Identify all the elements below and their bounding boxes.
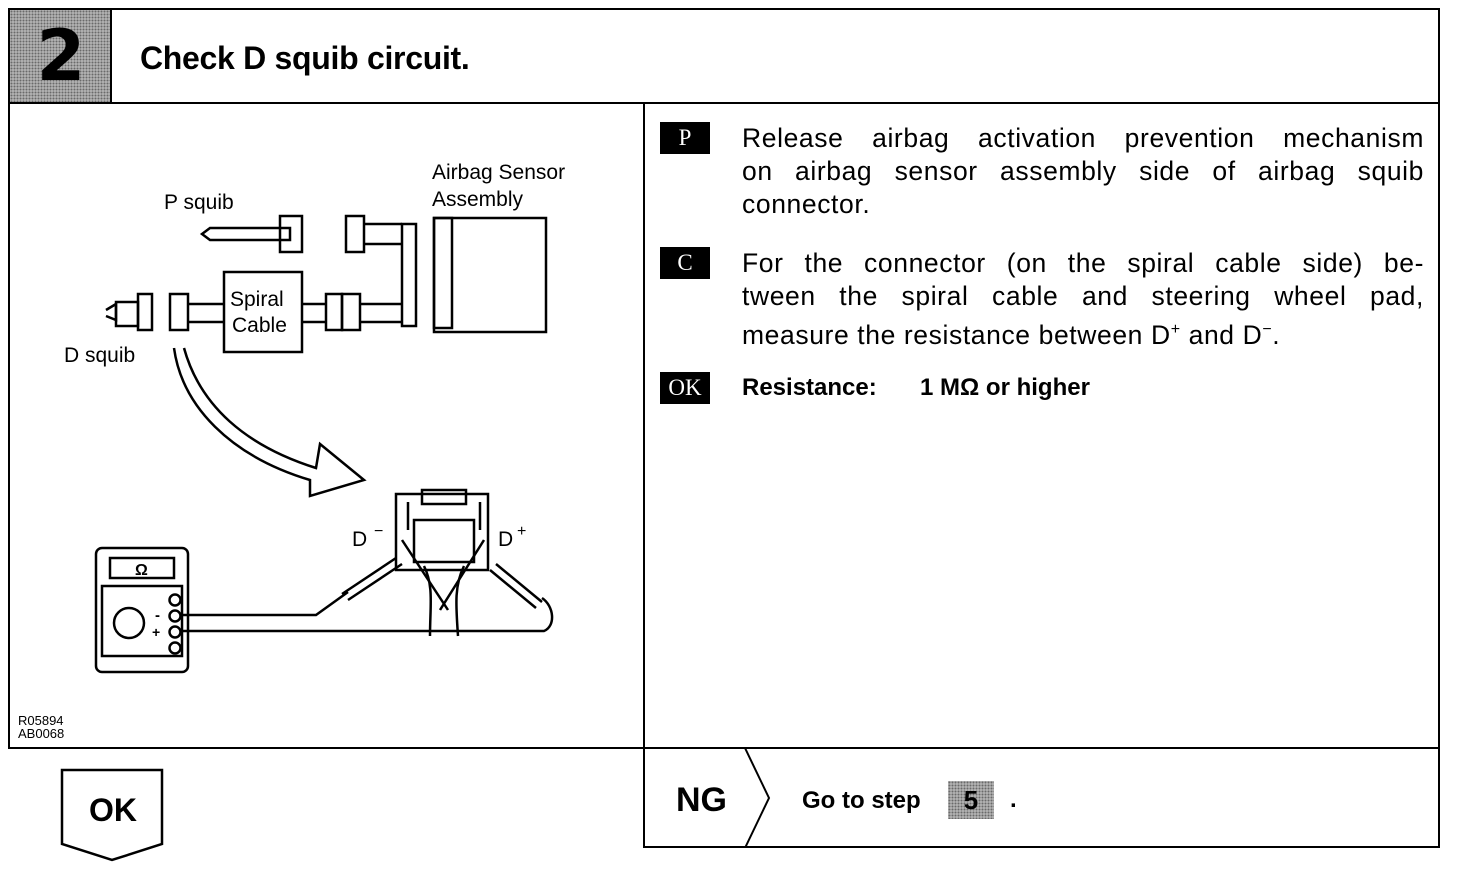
d-plus-sign: + bbox=[517, 523, 526, 540]
ohm-symbol: Ω bbox=[135, 562, 148, 579]
sensor-connector-upper bbox=[344, 214, 366, 254]
arrow-icon bbox=[172, 347, 367, 498]
d-squib-label: D squib bbox=[64, 344, 135, 367]
p-squib-plug bbox=[199, 226, 292, 242]
meter-minus: - bbox=[155, 607, 160, 624]
d-squib-connector bbox=[168, 292, 190, 332]
step-body bbox=[8, 104, 1440, 749]
ng-chevron bbox=[744, 748, 771, 848]
step-header bbox=[8, 8, 1440, 104]
squib-connector-drawing bbox=[394, 492, 490, 572]
airbag-sensor-label-1: Airbag Sensor bbox=[432, 161, 565, 184]
test-leads bbox=[181, 590, 554, 633]
wiring-diagram: D squib P squib Airbag Sensor Assembly S… bbox=[64, 161, 565, 674]
ng-box bbox=[643, 748, 1440, 848]
goto-period: . bbox=[1010, 786, 1017, 813]
meter-plus: + bbox=[152, 624, 160, 640]
ok-arrow-box bbox=[60, 768, 164, 862]
d-minus-sign: − bbox=[374, 523, 383, 540]
p-squib-connector bbox=[278, 214, 304, 254]
badge-c: C bbox=[660, 247, 710, 279]
p-squib-label: P squib bbox=[164, 191, 234, 214]
instruction-c-line-1: For the connector (on the spiral cable s… bbox=[742, 248, 1424, 278]
instruction-p: Release airbag activation prevention mec… bbox=[742, 122, 1424, 221]
ref-code-2: AB0068 bbox=[18, 726, 65, 741]
spiral-cable-box bbox=[222, 270, 304, 354]
ng-label: NG bbox=[676, 781, 727, 819]
d-plus-label: D bbox=[498, 528, 513, 551]
instruction-c: For the connector (on the spiral cable s… bbox=[742, 247, 1424, 352]
resistance-label: Resistance: bbox=[742, 374, 877, 401]
step-number: 2 bbox=[36, 15, 86, 97]
instruction-p-line-2: on airbag sensor assembly side of airbag… bbox=[742, 156, 1424, 186]
ref-code-1: R05894 bbox=[18, 713, 64, 728]
badge-ok: OK bbox=[660, 372, 710, 404]
instruction-c-line-2: tween the spiral cable and steering whee… bbox=[742, 281, 1424, 311]
goto-text: Go to step bbox=[802, 787, 921, 814]
instruction-p-line-3: connector. bbox=[742, 189, 871, 219]
spiral-label-1: Spiral bbox=[230, 288, 284, 311]
d-squib-plug bbox=[105, 301, 118, 322]
resistance-value: 1 MΩ or higher bbox=[920, 374, 1090, 401]
spiral-label-2: Cable bbox=[232, 314, 287, 337]
instruction-c-line-3: measure the resistance between D+ and D−… bbox=[742, 319, 1281, 350]
badge-p: P bbox=[660, 122, 710, 154]
d-minus-label: D bbox=[352, 528, 367, 551]
multimeter bbox=[94, 546, 190, 674]
ok-label: OK bbox=[89, 792, 137, 828]
step-number-box bbox=[10, 10, 112, 102]
instruction-p-line-1: Release airbag activation prevention mec… bbox=[742, 123, 1424, 153]
column-divider bbox=[643, 104, 645, 749]
airbag-sensor-label-2: Assembly bbox=[432, 188, 524, 211]
step-title: Check D squib circuit. bbox=[140, 40, 470, 76]
goto-step-badge[interactable]: 5 bbox=[948, 781, 994, 819]
